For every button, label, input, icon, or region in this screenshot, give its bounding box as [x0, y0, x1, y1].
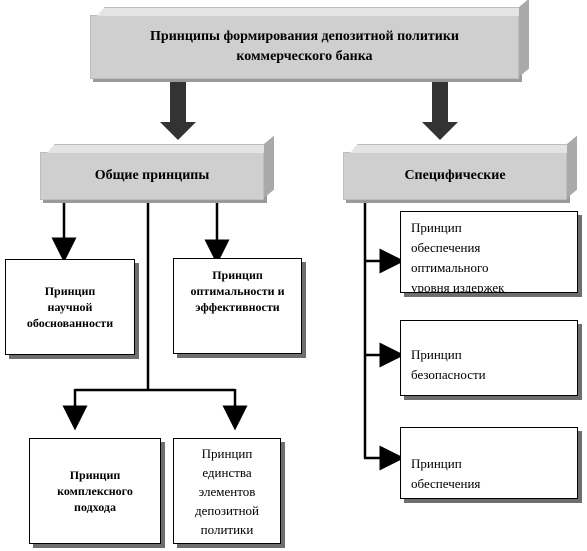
title-line-2: коммерческого банка: [236, 49, 373, 64]
principle-line: элементов: [198, 483, 256, 499]
title-line-1: Принципы формирования депозитной политик…: [150, 29, 459, 44]
principle-line: Принцип: [411, 220, 462, 235]
title-arrow-left: [160, 78, 196, 140]
general-connectors: [51, 200, 248, 431]
specific-principles-banner: Специфические: [343, 152, 567, 200]
title-banner: Принципы формирования депозитной политик…: [90, 15, 519, 79]
principle-line: единства: [202, 464, 252, 480]
specific-principles-label: Специфические: [404, 168, 506, 183]
principle-line: депозитной: [194, 502, 260, 518]
specific-connectors: [363, 200, 405, 471]
principle-line: обеспечения: [411, 240, 481, 255]
principle-line: обеспечения: [411, 476, 481, 491]
principle-safety: Принцип безопасности: [400, 320, 578, 396]
principle-line: оптимальности и: [190, 284, 285, 298]
principle-line: Принцип: [411, 347, 462, 362]
general-principles-label: Общие принципы: [94, 168, 210, 183]
principle-line: комплексного: [57, 484, 133, 498]
principle-line: Принцип: [201, 445, 253, 461]
principle-line: обоснованности: [26, 316, 114, 330]
principle-scientific: Принцип научной обоснованности: [5, 259, 135, 355]
principle-line: политики: [200, 521, 254, 537]
general-principles-banner: Общие принципы: [40, 152, 264, 200]
principle-provision: Принцип обеспечения: [400, 427, 578, 499]
principle-complex: Принцип комплексного подхода: [29, 438, 161, 544]
principle-line: эффективности: [195, 300, 280, 314]
principle-line: подхода: [74, 500, 116, 514]
principle-optimality: Принцип оптимальности и эффективности: [173, 258, 302, 354]
title-arrow-right: [422, 78, 458, 140]
principle-unity: Принцип единства элементов депозитной по…: [173, 438, 281, 544]
principle-outflow: Принцип обеспечения оптимального уровня …: [400, 211, 578, 293]
principle-line: Принцип: [212, 268, 263, 282]
principle-line: Принцип: [44, 284, 96, 298]
principle-line: оптимального: [411, 260, 489, 275]
principle-line: безопасности: [411, 367, 486, 382]
principle-line: Принцип: [69, 468, 121, 482]
principle-line: Принцип: [411, 456, 462, 471]
principle-line: научной: [47, 300, 93, 314]
principle-line: уровня издержек: [411, 280, 505, 293]
